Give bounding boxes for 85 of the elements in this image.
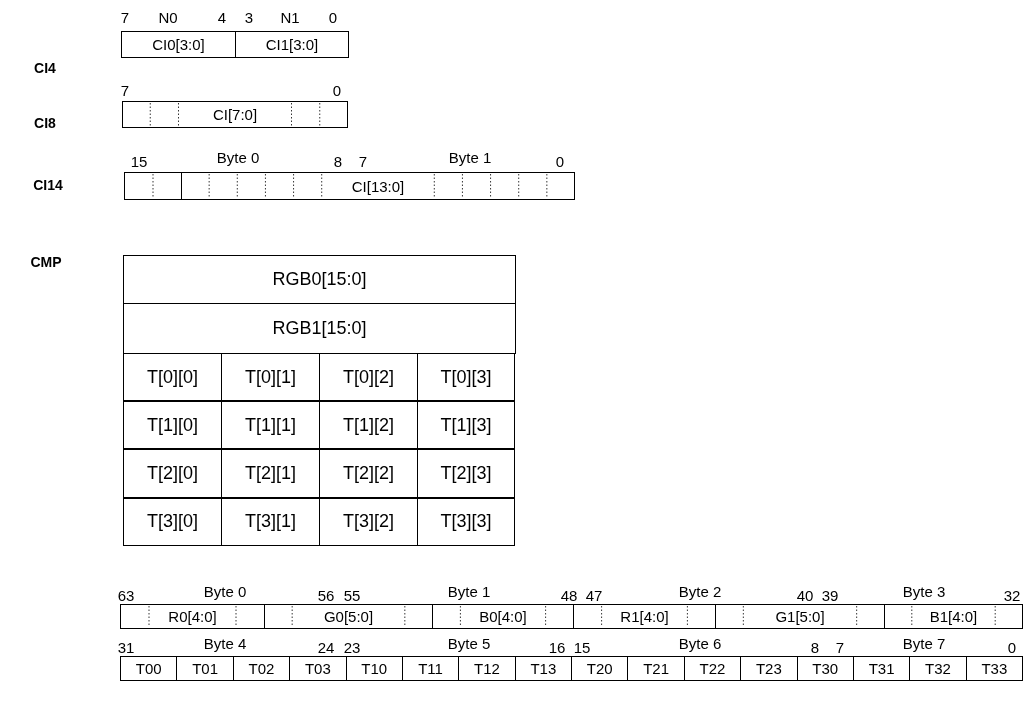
bit-field: T32	[909, 656, 967, 681]
table-cell: RGB1[15:0]	[123, 303, 516, 354]
bit-number: 24	[317, 639, 335, 655]
table-cell: T[0][0]	[123, 353, 222, 402]
bit-field: T21	[627, 656, 685, 681]
bit-number: 32	[1003, 587, 1021, 603]
bit-field: T22	[683, 656, 742, 681]
bit-number: 23	[343, 639, 361, 655]
table-cell: T[1][3]	[417, 400, 515, 450]
bit-number: 47	[585, 587, 603, 603]
reserved-field	[124, 172, 182, 200]
table-cell: T[1][1]	[221, 400, 320, 450]
bit-field: G0[5:0]	[264, 604, 433, 629]
bit-field: T01	[176, 656, 234, 681]
table-cell: T[1][0]	[123, 400, 222, 450]
bit-number: 40	[796, 587, 814, 603]
bit-field: G1[5:0]	[715, 604, 885, 629]
byte-label: Byte 6	[678, 635, 722, 651]
format-name: CI14	[33, 178, 63, 192]
bit-field: R0[4:0]	[120, 604, 265, 629]
table-cell: T[0][3]	[417, 353, 515, 402]
bit-field: T31	[852, 656, 911, 681]
table-cell: T[3][2]	[319, 497, 418, 546]
bit-field: T33	[965, 656, 1023, 681]
bit-number: 3	[244, 9, 254, 25]
bit-field: T13	[514, 656, 572, 681]
bit-number: 31	[117, 639, 135, 655]
bit-field: T12	[458, 656, 516, 681]
bit-field: T10	[345, 656, 403, 681]
bit-number: 7	[358, 153, 368, 169]
bit-number: 0	[328, 9, 338, 25]
bit-number: 0	[1007, 639, 1017, 655]
byte-label: Byte 0	[216, 149, 260, 165]
byte-label: Byte 0	[203, 583, 247, 599]
bit-field: B0[4:0]	[432, 604, 574, 629]
bit-number: 39	[821, 587, 839, 603]
bit-number: 0	[332, 82, 342, 98]
bit-field: T03	[289, 656, 347, 681]
bit-number: 16	[548, 639, 566, 655]
byte-label: Byte 1	[447, 583, 491, 599]
byte-label: Byte 1	[448, 149, 492, 165]
table-cell: T[1][2]	[319, 400, 418, 450]
bit-number: 7	[120, 82, 130, 98]
byte-label: Byte 4	[203, 635, 247, 651]
format-name: CI8	[34, 116, 56, 130]
bit-field: B1[4:0]	[884, 604, 1023, 629]
bit-number: 8	[333, 153, 343, 169]
bit-number: 15	[573, 639, 591, 655]
bit-number: 55	[343, 587, 361, 603]
bit-field: R1[4:0]	[573, 604, 716, 629]
bit-field: T00	[120, 656, 178, 681]
byte-label: Byte 7	[902, 635, 946, 651]
bit-field: CI[13:0]	[181, 172, 575, 200]
table-cell: T[2][1]	[221, 448, 320, 499]
bit-field: CI1[3:0]	[235, 31, 349, 58]
table-cell: T[3][3]	[417, 497, 515, 546]
table-cell: T[3][0]	[123, 497, 222, 546]
bit-number: N0	[158, 9, 178, 25]
bit-field: T30	[796, 656, 854, 681]
bit-number: 48	[560, 587, 578, 603]
table-cell: T[2][3]	[417, 448, 515, 499]
byte-label: Byte 3	[902, 583, 946, 599]
bit-field: CI0[3:0]	[121, 31, 236, 58]
bit-number: 63	[117, 587, 135, 603]
bit-number: 4	[217, 9, 227, 25]
table-cell: RGB0[15:0]	[123, 255, 516, 304]
bit-number: 8	[810, 639, 820, 655]
format-name: CI4	[34, 61, 56, 75]
table-cell: T[2][2]	[319, 448, 418, 499]
bit-number: 7	[120, 9, 130, 25]
table-cell: T[3][1]	[221, 497, 320, 546]
bit-field: T11	[401, 656, 460, 681]
bit-number: N1	[280, 9, 300, 25]
byte-label: Byte 2	[678, 583, 722, 599]
byte-label: Byte 5	[447, 635, 491, 651]
bit-number: 7	[835, 639, 845, 655]
format-name: CMP	[30, 255, 62, 269]
bit-number: 15	[130, 153, 148, 169]
bit-field: T02	[232, 656, 291, 681]
bit-field: CI[7:0]	[122, 101, 348, 128]
bit-field: T20	[571, 656, 629, 681]
bit-number: 0	[555, 153, 565, 169]
bit-number: 56	[317, 587, 335, 603]
bit-field: T23	[740, 656, 798, 681]
table-cell: T[2][0]	[123, 448, 222, 499]
